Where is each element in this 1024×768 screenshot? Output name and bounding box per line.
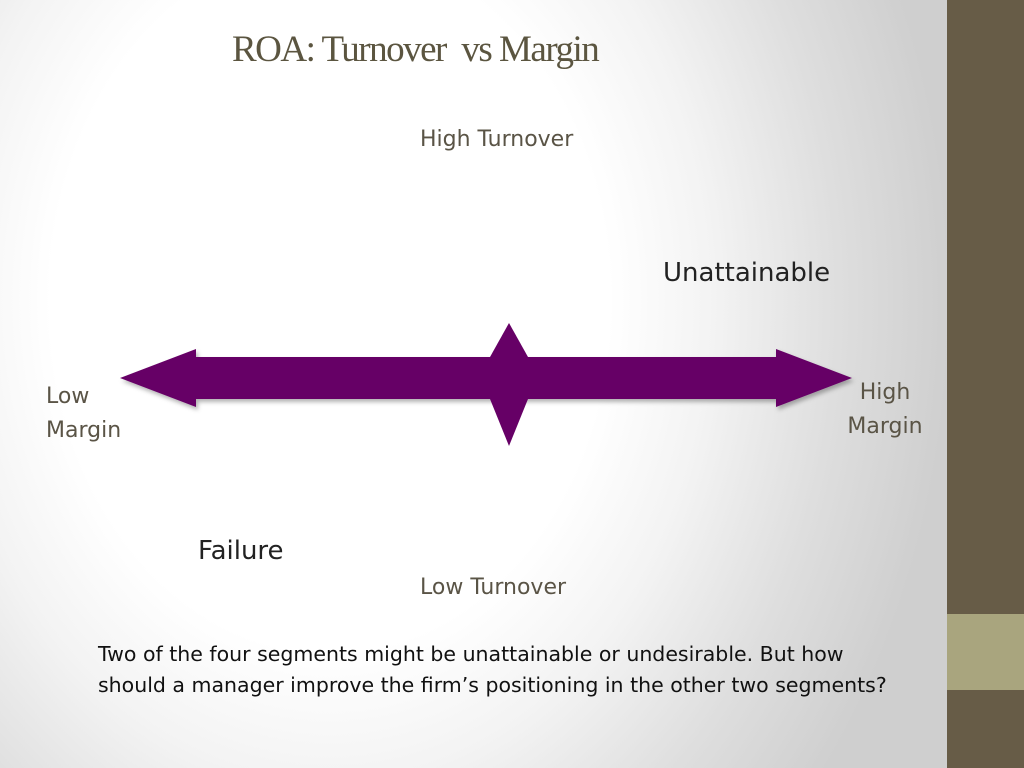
high-margin-label-line1: High (859, 380, 911, 405)
slide-title: ROA: Turnover vs Margin (232, 29, 600, 70)
failure-label: Failure (198, 536, 284, 566)
caption-text: Two of the four segments might be unatta… (98, 642, 887, 697)
low-turnover-label: Low Turnover (420, 575, 567, 600)
sidebar-accent-block (947, 614, 1024, 690)
horizontal-double-arrow (120, 349, 852, 407)
low-margin-label-line1: Low (46, 384, 90, 409)
high-margin-label-line2: Margin (847, 414, 923, 439)
unattainable-label: Unattainable (663, 258, 831, 288)
low-margin-label: Low Margin (46, 380, 121, 448)
high-margin-label: High Margin (840, 376, 930, 444)
vertical-double-arrow (490, 323, 528, 446)
high-turnover-label: High Turnover (420, 127, 574, 152)
low-margin-label-line2: Margin (46, 418, 122, 443)
